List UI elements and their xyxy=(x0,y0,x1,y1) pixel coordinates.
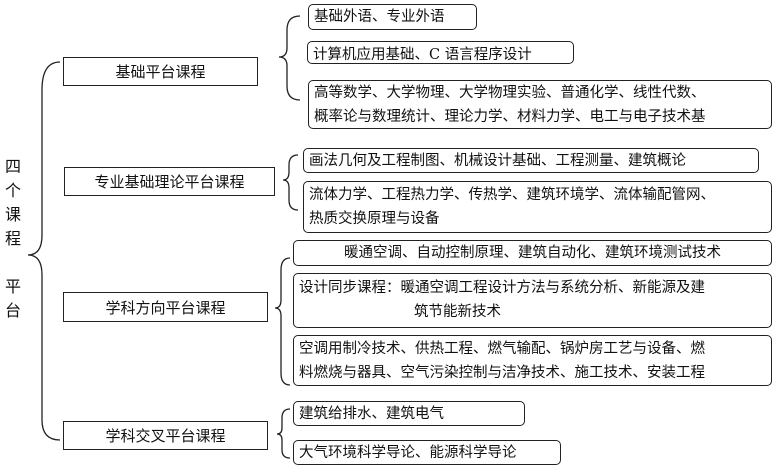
root-char: 台 xyxy=(4,301,21,320)
root-brace xyxy=(27,61,61,441)
course-box: 高等数学、大学物理、大学物理实验、普通化学、线性代数、 概率论与数理统计、理论力… xyxy=(308,80,772,129)
root-label: 四 个 课 程 平 台 xyxy=(4,155,22,323)
course-box: 设计同步课程：暖通空调工程设计方法与系统分析、新能源及建 筑节能新技术 xyxy=(293,273,772,328)
course-line: 高等数学、大学物理、大学物理实验、普通化学、线性代数、 xyxy=(314,85,706,101)
root-char: 平 xyxy=(4,277,21,296)
course-box: 画法几何及工程制图、机械设计基础、工程测量、建筑概论 xyxy=(303,148,759,173)
root-char: 个 xyxy=(4,181,21,200)
course-box: 暖通空调、自动控制原理、建筑自动化、建筑环境测试技术 xyxy=(293,240,772,266)
course-box: 大气环境科学导论、能源科学导论 xyxy=(293,440,561,465)
brace-cross xyxy=(276,408,291,459)
root-gap xyxy=(4,251,22,275)
course-box: 基础外语、专业外语 xyxy=(308,4,477,30)
course-box: 建筑给排水、建筑电气 xyxy=(293,401,525,426)
brace-direction xyxy=(274,257,291,386)
course-line: 流体力学、工程热力学、传热学、建筑环境学、流体输配管网、 xyxy=(309,187,715,203)
course-line: 料燃烧与器具、空气污染控制与洁净技术、施工技术、安装工程 xyxy=(299,365,705,381)
course-line: 概率论与数理统计、理论力学、材料力学、电工与电子技术基 xyxy=(314,109,706,125)
category-cross: 学科交叉平台课程 xyxy=(63,421,268,450)
course-box: 流体力学、工程热力学、传热学、建筑环境学、流体输配管网、 热质交换原理与设备 xyxy=(303,181,772,233)
category-direction: 学科方向平台课程 xyxy=(63,292,268,322)
course-box: 计算机应用基础、C 语言程序设计 xyxy=(307,41,574,64)
category-basic: 基础平台课程 xyxy=(63,57,258,86)
brace-professional xyxy=(282,154,299,211)
course-box: 空调用制冷技术、供热工程、燃气输配、锅炉房工艺与设备、燃 料燃烧与器具、空气污染… xyxy=(293,335,772,386)
course-line: 热质交换原理与设备 xyxy=(309,211,440,227)
course-line: 设计同步课程：暖通空调工程设计方法与系统分析、新能源及建 xyxy=(299,280,705,296)
root-char: 程 xyxy=(4,229,21,248)
root-char: 课 xyxy=(4,205,21,224)
category-professional: 专业基础理论平台课程 xyxy=(64,167,275,196)
course-line: 空调用制冷技术、供热工程、燃气输配、锅炉房工艺与设备、燃 xyxy=(299,341,705,357)
course-line: 筑节能新技术 xyxy=(414,304,501,320)
brace-basic xyxy=(278,15,301,101)
root-char: 四 xyxy=(4,157,21,176)
